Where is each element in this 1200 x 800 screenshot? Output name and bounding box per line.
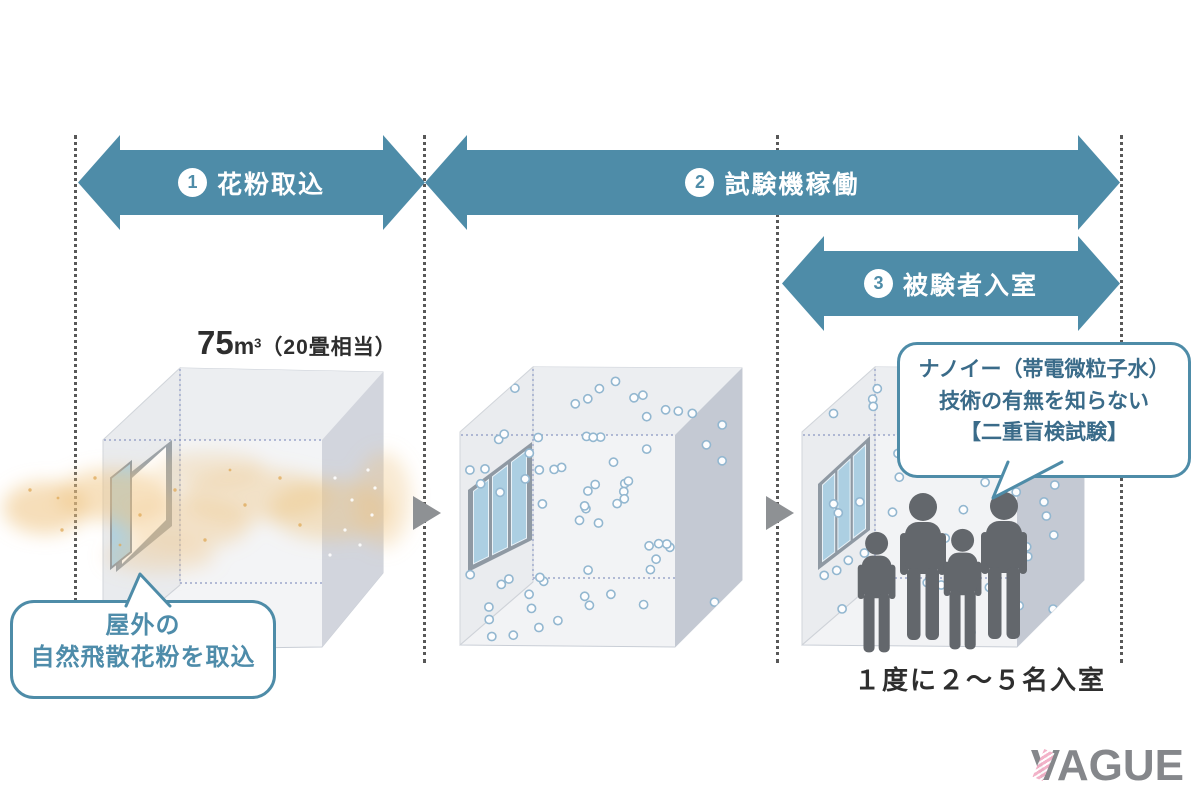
pollen-intake-callout: 屋外の 自然飛散花粉を取込: [10, 600, 276, 699]
logo-text: VAGUE: [1030, 741, 1184, 790]
people-entry-caption: １度に２～５名入室: [853, 665, 1106, 695]
volume-exponent: 3: [254, 335, 262, 351]
volume-value: 75: [197, 324, 234, 361]
particle-dots: [464, 376, 728, 642]
phase-number-badge: 3: [863, 269, 893, 298]
vague-logo: VAGUE: [1031, 744, 1184, 788]
window-closed-icon: [818, 436, 870, 570]
window-closed-icon: [468, 442, 532, 572]
double-arrow-icon: [425, 135, 1120, 230]
pollen-sparkles: [328, 468, 377, 557]
timeline-phase-1-arrow: 1 花粉取込: [78, 135, 425, 230]
phase-boundary-line-2: [423, 135, 426, 663]
room-1-cube: [3, 366, 411, 652]
double-arrow-icon: [78, 135, 425, 230]
callout-line: 自然飛散花粉を取込: [30, 644, 256, 672]
double-blind-callout: ナノイー（帯電微粒子水） 技術の有無を知らない 【二重盲検試験】: [897, 342, 1191, 478]
room-2-cube: [459, 365, 743, 648]
flow-arrow-icon: [766, 496, 794, 530]
callout-tail: [991, 460, 1064, 500]
volume-unit: m: [233, 333, 255, 359]
volume-note: （20畳相当）: [261, 336, 397, 359]
timeline-phase-3-arrow: 3 被験者入室: [782, 236, 1120, 331]
pollen-grains: [28, 468, 302, 547]
double-arrow-icon: [782, 236, 1120, 331]
callout-line: 技術の有無を知らない: [939, 389, 1149, 413]
callout-line: 屋外の: [105, 612, 181, 639]
flow-arrow-icon: [413, 496, 441, 530]
phase-label: 花粉取込: [216, 170, 325, 199]
callout-line: ナノイー（帯電微粒子水）: [918, 358, 1170, 381]
phase-boundary-line-1: [74, 135, 77, 663]
timeline-phase-2-arrow: 2 試験機稼働: [425, 135, 1120, 230]
callout-line: 【二重盲検試験】: [960, 421, 1128, 444]
phase-number-badge: 1: [177, 168, 207, 197]
pollen-cloud: [3, 452, 411, 572]
phase-number-badge: 2: [685, 168, 715, 197]
phase-boundary-line-3: [776, 135, 779, 663]
phase-label: 被験者入室: [902, 271, 1038, 300]
phase-label: 試験機稼働: [724, 170, 860, 199]
callout-tail: [124, 572, 172, 608]
room-volume-label: 75m3（20畳相当）: [197, 324, 397, 362]
